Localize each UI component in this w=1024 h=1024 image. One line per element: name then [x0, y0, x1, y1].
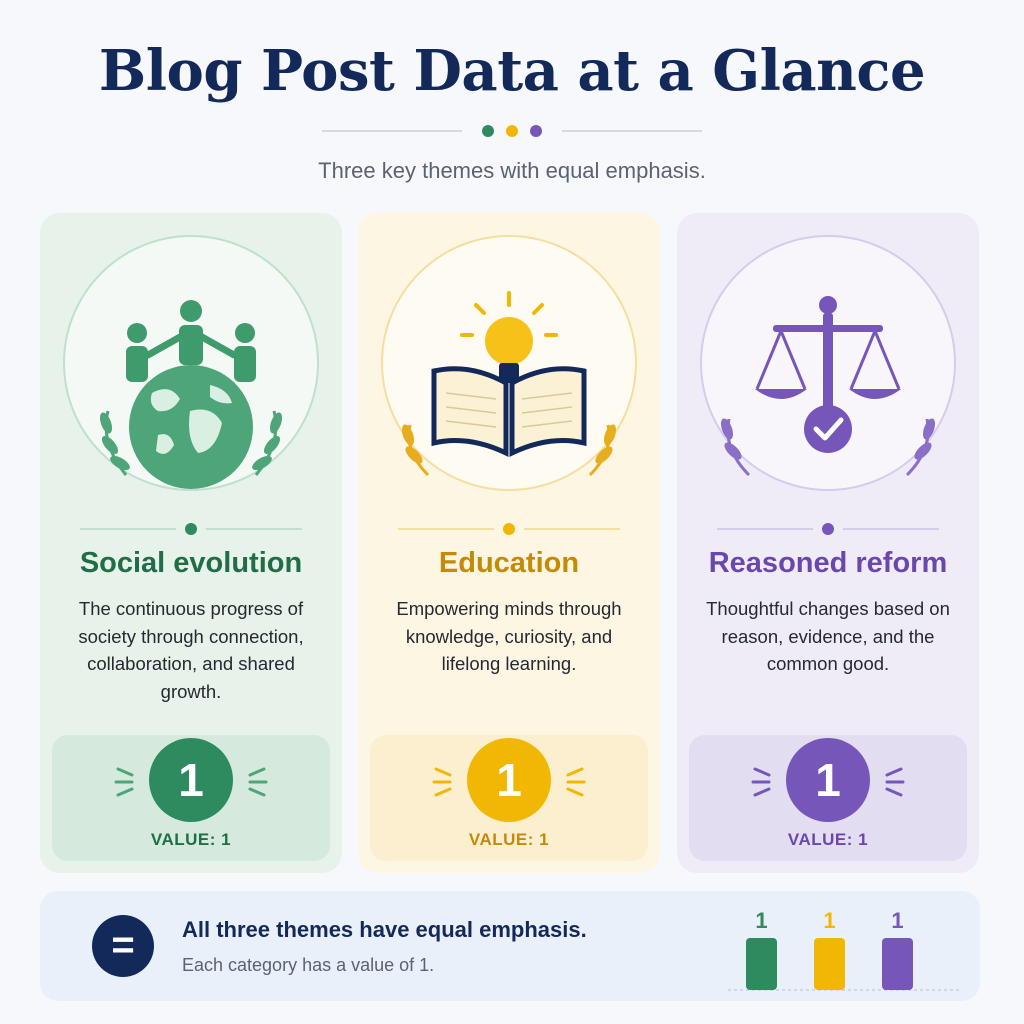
value-label: VALUE: 1	[150, 830, 232, 849]
value-box: 1 VALUE: 1	[370, 735, 648, 861]
value-badge: 1	[786, 738, 870, 822]
card-social-evolution: Social evolution The continuous progress…	[40, 213, 342, 873]
summary-panel: = All three themes have equal emphasis. …	[40, 891, 980, 1001]
card-separator	[80, 523, 302, 535]
card-reasoned-reform: Reasoned reform Thoughtful changes based…	[677, 213, 979, 873]
people-globe-icon	[99, 300, 283, 489]
page-subtitle: Three key themes with equal emphasis.	[318, 158, 706, 183]
value-box: 1 VALUE: 1	[52, 735, 330, 861]
value-badge: 1	[149, 738, 233, 822]
sparkle-icon	[114, 767, 268, 797]
card-description: Thoughtful changes based on reason, evid…	[706, 598, 950, 674]
card-separator	[398, 523, 620, 535]
value-label: VALUE: 1	[468, 830, 550, 849]
card-description: The continuous progress of society throu…	[78, 598, 304, 702]
card-education: Education Empowering minds through knowl…	[358, 213, 660, 873]
value-badge: 1	[467, 738, 551, 822]
card-separator	[717, 523, 939, 535]
chart-data-label-2: 1	[823, 908, 835, 933]
summary-headline: All three themes have equal emphasis.	[182, 917, 587, 942]
scales-check-icon	[720, 296, 936, 477]
sparkle-icon	[751, 767, 905, 797]
title-divider	[0, 122, 1024, 138]
card-title: Social evolution	[79, 547, 303, 579]
book-lightbulb-icon	[401, 291, 617, 477]
chart-bar-3	[882, 938, 913, 990]
chart-data-label-1: 1	[755, 908, 767, 933]
card-description: Empowering minds through knowledge, curi…	[396, 598, 622, 674]
card-title: Reasoned reform	[708, 547, 948, 579]
mini-bar-chart: 1 1 1	[728, 908, 960, 991]
sparkle-icon	[432, 767, 586, 797]
equals-icon: =	[92, 915, 154, 977]
chart-data-label-3: 1	[891, 908, 903, 933]
page-title: Blog Post Data at a Glance	[98, 38, 926, 104]
value-label: VALUE: 1	[787, 830, 869, 849]
chart-bar-1	[746, 938, 777, 990]
card-title: Education	[438, 547, 580, 579]
summary-detail: Each category has a value of 1.	[182, 955, 435, 975]
chart-bar-2	[814, 938, 845, 990]
value-box: 1 VALUE: 1	[689, 735, 967, 861]
